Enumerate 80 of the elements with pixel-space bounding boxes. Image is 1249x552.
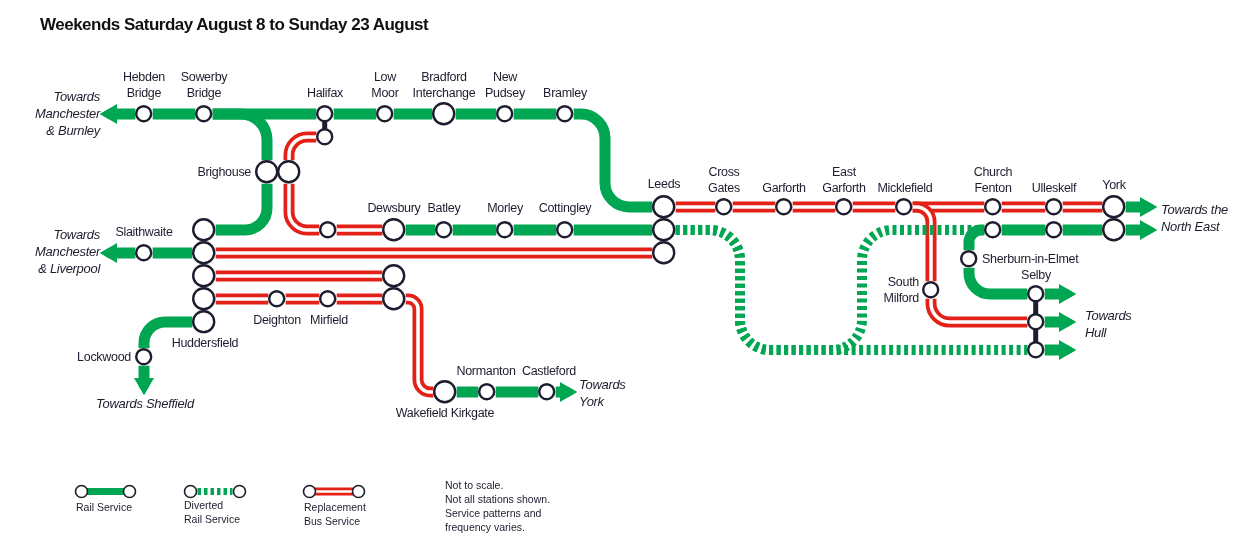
legend-text: Diverted Rail Service: [184, 498, 242, 526]
double-route-line: [925, 297, 1028, 328]
station-name: Hebden Bridge: [122, 69, 166, 101]
note-text: Not all stations shown.: [445, 492, 551, 506]
destination-text: Towards the North East: [1157, 201, 1230, 235]
destination-text: Towards Manchester & Burnley: [34, 88, 100, 139]
station-name: Deighton: [253, 312, 301, 328]
legend-text: Replacement Bus Service: [304, 500, 367, 528]
double-route-line: [910, 201, 937, 282]
title: Weekends Saturday August 8 to Sunday 23 August: [40, 14, 429, 36]
double-route-line: [283, 183, 320, 236]
station-name: Cottingley: [538, 200, 592, 216]
station-name: Sherburn-in-Elmet: [982, 251, 1079, 267]
destination-text: Towards Sheffield: [96, 395, 194, 412]
double-route-line: [283, 131, 317, 161]
station-name: South Milford: [882, 274, 919, 306]
station-name: Low Moor: [370, 69, 400, 101]
double-route-line: [215, 293, 269, 305]
legend-text: Rail Service: [76, 500, 133, 514]
note-text: Not to scale.: [445, 478, 504, 492]
route-line: [333, 108, 377, 120]
station-name: Mirfield: [310, 312, 348, 328]
route-line: [513, 108, 557, 120]
double-route-line: [215, 247, 653, 259]
route-line: [456, 386, 479, 398]
route-line: [963, 267, 1028, 300]
route-line: [215, 183, 273, 236]
route-line: [495, 386, 539, 398]
destination-text: Towards Hull: [1076, 294, 1133, 354]
route-line: [513, 224, 557, 236]
station-name: Garforth: [762, 180, 806, 196]
station-marker: [319, 221, 337, 239]
station-name: Huddersfield: [171, 335, 239, 351]
double-route-line: [336, 224, 383, 236]
route-line: [963, 224, 987, 251]
route-line: [152, 247, 193, 259]
station-name: Selby: [1021, 267, 1051, 283]
station-name: Castleford: [522, 363, 576, 379]
double-route-line: [1062, 201, 1103, 213]
route-line: [455, 108, 497, 120]
route-line: [1001, 224, 1046, 236]
station-name: York: [1102, 177, 1126, 193]
station-name: Halifax: [306, 85, 344, 101]
station-name: Slaithwaite: [115, 224, 173, 240]
route-line: [405, 224, 436, 236]
station-name: Lockwood: [77, 349, 131, 365]
double-route-line: [675, 201, 716, 213]
double-route-line: [1001, 201, 1046, 213]
station-name: Brighouse: [197, 164, 251, 180]
station-name: Morley: [487, 200, 523, 216]
station-name: New Pudsey: [484, 69, 526, 101]
note-text: Service patterns and frequency varies.: [445, 506, 543, 534]
station-name: Bramley: [543, 85, 587, 101]
station-name: Bradford Interchange: [412, 69, 476, 101]
destination-text: Towards York: [577, 376, 627, 410]
route-line: [1062, 224, 1103, 236]
station-name: Sowerby Bridge: [180, 69, 228, 101]
double-route-line: [852, 201, 896, 213]
route-line: [152, 108, 196, 120]
double-route-line: [792, 201, 836, 213]
station-name: Batley: [427, 200, 461, 216]
station-name: Cross Gates: [707, 164, 741, 196]
station-name: Dewsbury: [367, 200, 421, 216]
double-route-line: [732, 201, 776, 213]
destination-text: Towards Manchester & Liverpool: [34, 226, 100, 277]
route-line: [452, 224, 497, 236]
station-name: East Garforth: [821, 164, 867, 196]
station-name: Micklefield: [877, 180, 933, 196]
station-name: Wakefield Kirkgate: [395, 405, 495, 421]
station-name: Ulleskelf: [1031, 180, 1077, 196]
route-line: [393, 108, 433, 120]
station-name: Leeds: [647, 176, 681, 192]
station-name: Church Fenton: [973, 164, 1013, 196]
route-line: [573, 108, 653, 213]
double-route-line: [285, 293, 320, 305]
route-line: [573, 224, 653, 236]
route-line: [212, 108, 273, 161]
double-route-line: [336, 293, 383, 305]
double-route-line: [215, 270, 383, 282]
station-name: Normanton: [456, 363, 516, 379]
